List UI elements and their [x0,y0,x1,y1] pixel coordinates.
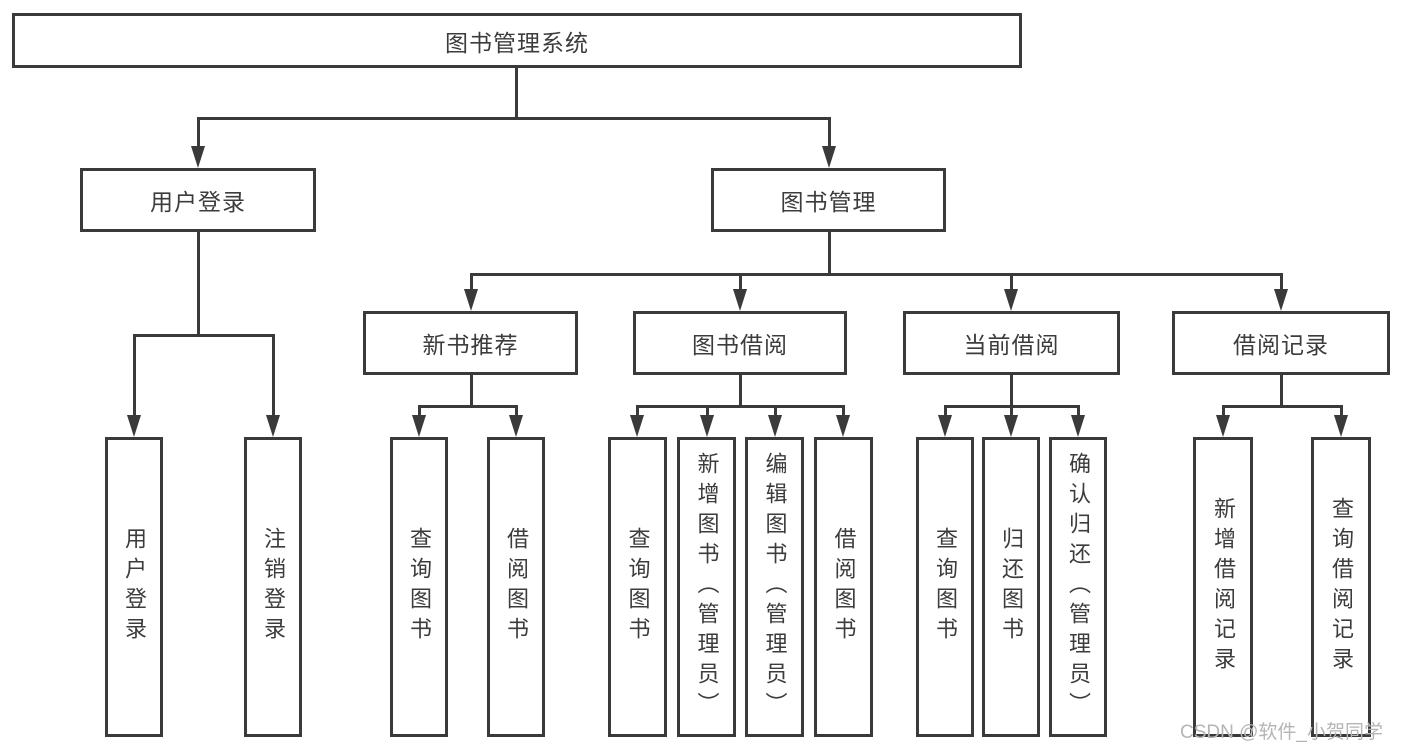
arrowhead-login-leaf [127,415,141,437]
leaf-borrow-add-books-admin: 新增图书（管理员） [677,437,736,737]
arrowhead-borrow [733,289,747,311]
leaf-label: 借阅图书 [504,527,529,647]
connector-records-stub [1280,375,1283,405]
leaf-current-query-books: 查询图书 [916,437,974,737]
node-label: 图书管理 [780,189,877,215]
connector-login-branch [133,334,275,337]
leaf-logout: 注销登录 [244,437,302,737]
node-new-book-recommend: 新书推荐 [363,311,578,375]
connector-root-branch [197,117,830,120]
leaf-recommend-borrow-books: 借阅图书 [487,437,545,737]
arrowhead [1004,415,1018,437]
connector-recommend-stub [470,375,473,405]
connector-drop [1222,405,1225,417]
connector-records-branch [1222,405,1343,408]
csdn-watermark: CSDN @软件_小贺同学 [1180,722,1383,743]
node-label: 图书管理系统 [445,29,589,56]
leaf-label: 注销登录 [261,527,286,647]
leaf-current-confirm-return-admin: 确认归还（管理员） [1049,437,1107,737]
leaf-current-return-books: 归还图书 [982,437,1040,737]
arrowhead-logout-leaf [266,415,280,437]
node-book-borrow: 图书借阅 [633,311,847,375]
connector-drop [774,405,777,417]
leaf-label: 查询图书 [933,527,958,647]
node-library-system: 图书管理系统 [12,13,1022,68]
arrowhead [509,415,523,437]
leaf-label: 编辑图书（管理员） [762,452,788,722]
arrowhead [630,415,644,437]
node-label: 新书推荐 [422,332,519,358]
connector-management-stub [828,232,831,273]
connector-drop-recommend [470,273,473,291]
arrowhead [1071,415,1085,437]
connector-management-branch [470,273,1283,276]
leaf-records-query-record: 查询借阅记录 [1311,437,1371,737]
connector-drop-user-login [197,117,200,148]
connector-drop-current [1010,273,1013,291]
leaf-label: 借阅图书 [831,527,857,647]
connector-drop-borrow [739,273,742,291]
connector-drop [636,405,639,417]
leaf-label: 查询图书 [407,527,432,647]
arrowhead-book-management [822,146,836,168]
leaf-borrow-borrow-books: 借阅图书 [814,437,873,737]
node-label: 当前借阅 [963,332,1060,358]
leaf-borrow-edit-books-admin: 编辑图书（管理员） [745,437,804,737]
arrowhead-recommend [464,289,478,311]
leaf-label: 查询借阅记录 [1329,497,1354,677]
node-borrow-records: 借阅记录 [1172,311,1390,375]
connector-drop [1010,405,1013,417]
connector-drop-book-management [828,117,831,148]
leaf-user-login: 用户登录 [105,437,163,737]
arrowhead [412,415,426,437]
connector-current-stub [1010,375,1013,405]
connector-drop [1077,405,1080,417]
arrowhead-current [1004,289,1018,311]
node-label: 借阅记录 [1233,332,1329,358]
leaf-label: 归还图书 [999,527,1024,647]
node-book-management: 图书管理 [711,168,946,232]
connector-drop-records [1280,273,1283,291]
arrowhead [700,415,714,437]
connector-borrow-branch [636,405,845,408]
leaf-label: 用户登录 [122,527,147,647]
connector-drop [418,405,421,417]
connector-borrow-stub [739,375,742,405]
leaf-borrow-query-books: 查询图书 [608,437,667,737]
arrowhead-records [1274,289,1288,311]
leaf-records-add-record: 新增借阅记录 [1193,437,1253,737]
arrowhead [1334,415,1348,437]
connector-drop [944,405,947,417]
arrowhead-user-login [191,146,205,168]
connector-recommend-branch [418,405,518,408]
connector-drop [1340,405,1343,417]
node-label: 图书借阅 [692,332,788,358]
connector-drop-login-leaf [133,334,136,417]
leaf-recommend-query-books: 查询图书 [390,437,448,737]
leaf-label: 新增图书（管理员） [694,452,720,722]
leaf-label: 确认归还（管理员） [1066,452,1091,722]
arrowhead [836,415,850,437]
arrowhead [1216,415,1230,437]
node-user-login: 用户登录 [80,168,316,232]
node-current-borrow: 当前借阅 [903,311,1120,375]
connector-drop [842,405,845,417]
leaf-label: 新增借阅记录 [1211,497,1236,677]
arrowhead [768,415,782,437]
arrowhead [938,415,952,437]
leaf-label: 查询图书 [625,527,651,647]
connector-drop [706,405,709,417]
node-label: 用户登录 [150,189,246,215]
connector-login-stub [197,232,200,334]
connector-root-stub [515,68,518,117]
connector-drop-logout-leaf [272,334,275,417]
connector-drop [515,405,518,417]
